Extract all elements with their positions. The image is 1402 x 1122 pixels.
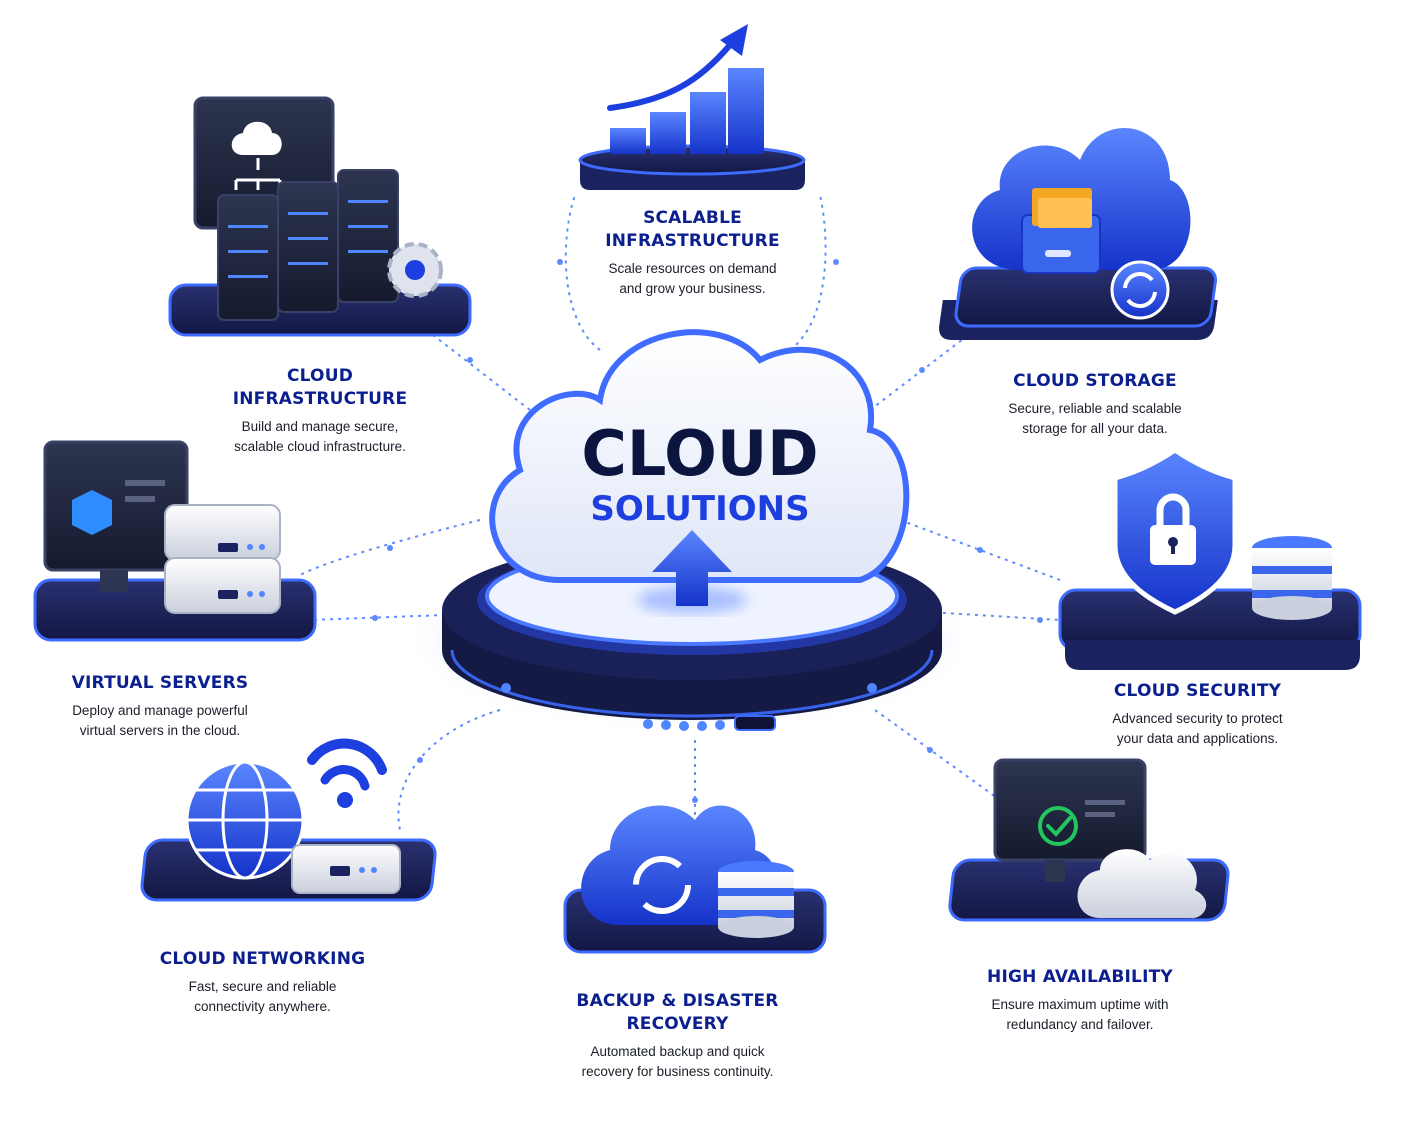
- upload-arrow-icon: [637, 530, 747, 614]
- node-description: Build and manage secure, scalable cloud …: [234, 419, 406, 454]
- node-title: CLOUD SECURITY: [1113, 681, 1282, 701]
- connector-nodes: [372, 259, 1043, 803]
- node-scalable-infrastructure: SCALABLE INFRASTRUCTURE Scale resources …: [560, 207, 825, 299]
- node-title: BACKUP & DISASTER RECOVERY: [576, 991, 779, 1034]
- node-title: HIGH AVAILABILITY: [987, 967, 1173, 987]
- node-description: Ensure maximum uptime with redundancy an…: [991, 997, 1169, 1032]
- node-backup-disaster-recovery: BACKUP & DISASTER RECOVERY Automated bac…: [555, 990, 800, 1082]
- node-description: Deploy and manage powerful virtual serve…: [72, 703, 248, 738]
- node-cloud-networking: CLOUD NETWORKING Fast, secure and reliab…: [150, 948, 375, 1017]
- node-title: CLOUD NETWORKING: [159, 949, 366, 969]
- node-cloud-security: CLOUD SECURITY Advanced security to prot…: [1075, 680, 1320, 749]
- hub: CLOUD SOLUTIONS: [420, 329, 960, 731]
- server-rack-icon: [168, 96, 472, 337]
- node-cloud-storage: CLOUD STORAGE Secure, reliable and scala…: [970, 370, 1220, 439]
- virtual-server-icon: [33, 440, 317, 642]
- node-title: VIRTUAL SERVERS: [71, 673, 249, 693]
- node-cloud-infrastructure: CLOUD INFRASTRUCTURE Build and manage se…: [200, 365, 440, 457]
- bar-chart-up-icon: [578, 24, 806, 190]
- cloud-storage-icon: [939, 127, 1218, 340]
- node-high-availability: HIGH AVAILABILITY Ensure maximum uptime …: [960, 966, 1200, 1035]
- node-description: Secure, reliable and scalable storage fo…: [1008, 401, 1182, 436]
- monitor-check-icon: [948, 758, 1230, 922]
- cloud-sync-icon: [563, 805, 827, 954]
- shield-lock-icon: [1058, 446, 1362, 670]
- hub-cloud: [489, 329, 910, 583]
- hub-subtitle: SOLUTIONS: [590, 489, 809, 529]
- node-description: Fast, secure and reliable connectivity a…: [188, 979, 337, 1014]
- node-description: Automated backup and quick recovery for …: [581, 1044, 774, 1079]
- hub-indicator-lights: [501, 683, 877, 731]
- node-description: Scale resources on demand and grow your …: [608, 261, 777, 296]
- node-description: Advanced security to protect your data a…: [1112, 711, 1283, 746]
- connectors: [299, 194, 1061, 890]
- node-title: CLOUD INFRASTRUCTURE: [232, 366, 408, 409]
- hub-title: CLOUD: [581, 417, 818, 490]
- node-title: SCALABLE INFRASTRUCTURE: [605, 208, 780, 251]
- globe-wifi-icon: [140, 738, 437, 902]
- node-title: CLOUD STORAGE: [1013, 371, 1177, 391]
- node-virtual-servers: VIRTUAL SERVERS Deploy and manage powerf…: [45, 672, 275, 741]
